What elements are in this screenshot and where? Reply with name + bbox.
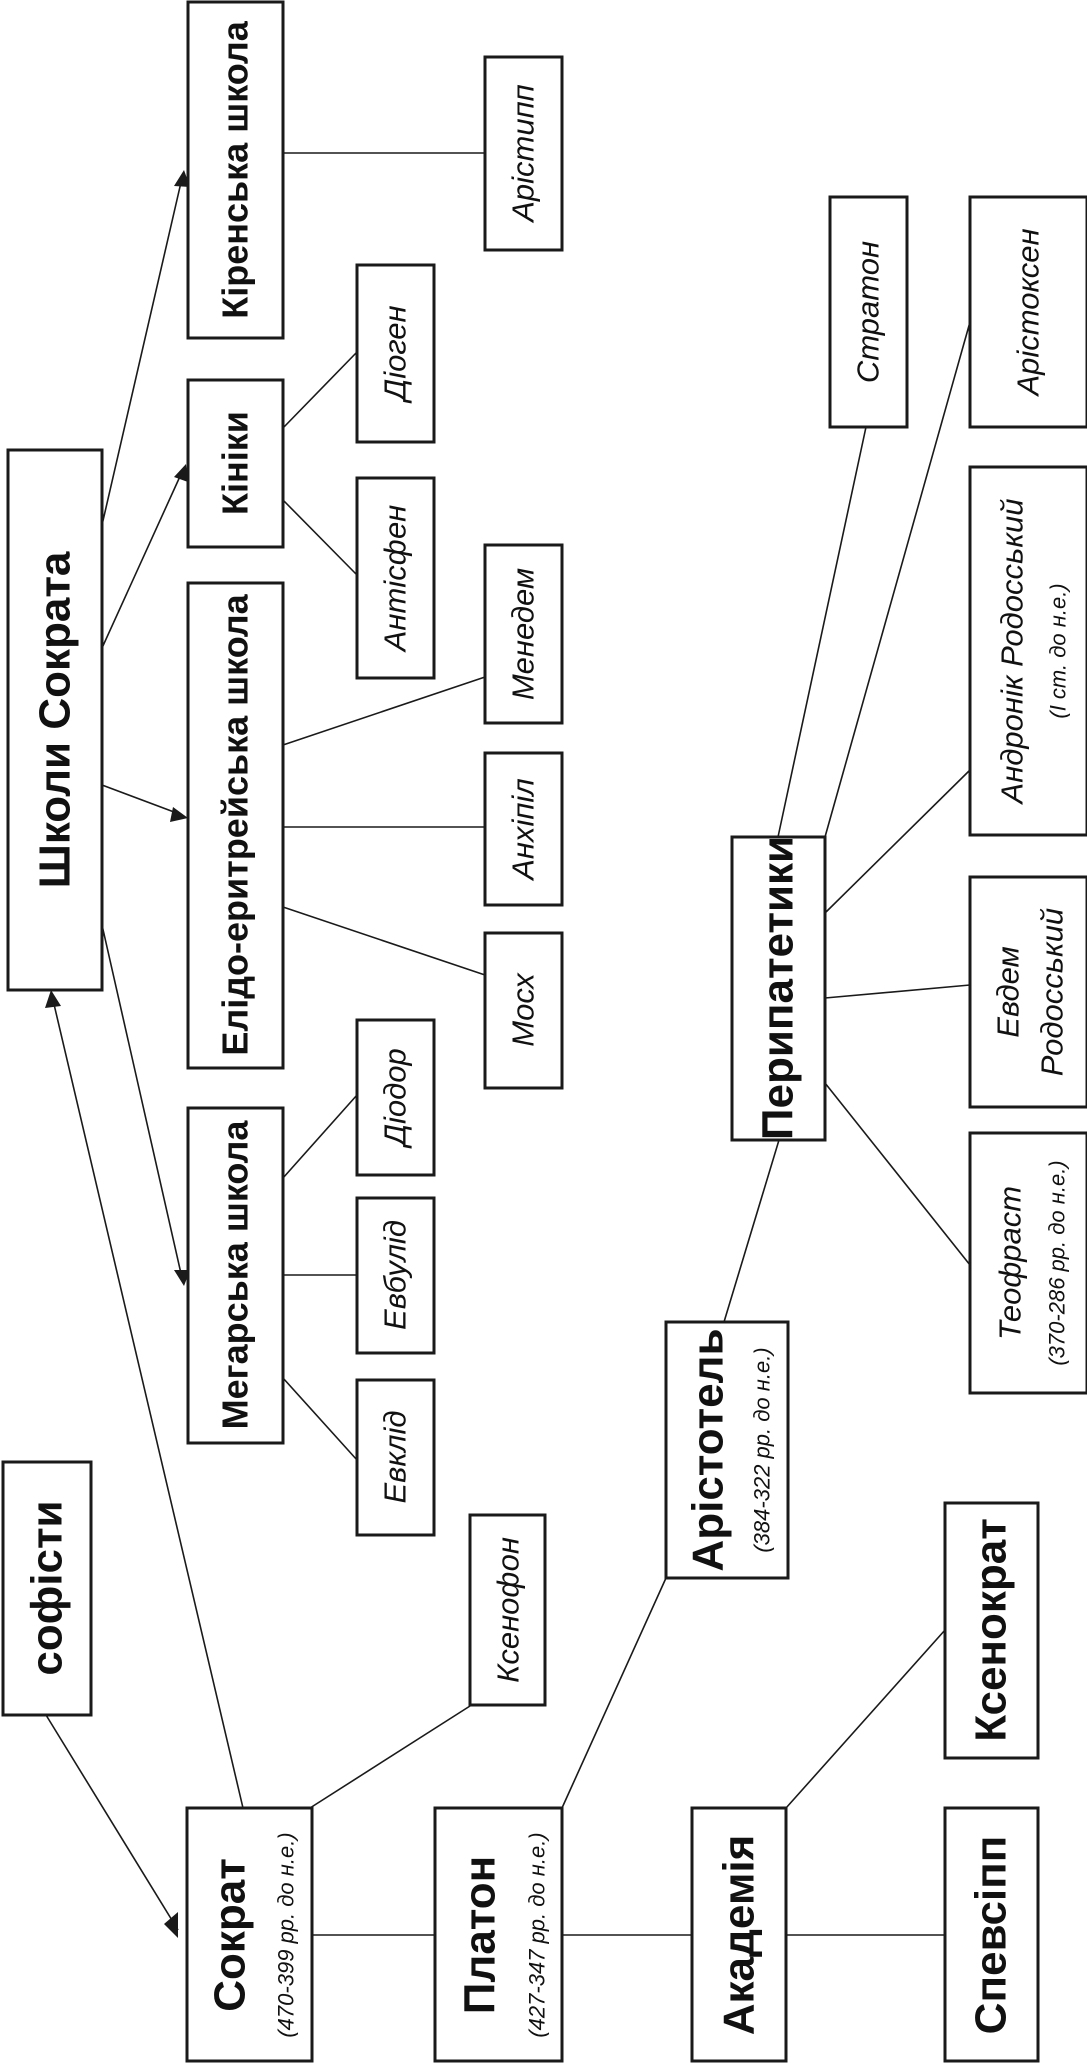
- speusippus-label: Спевсіпп: [967, 1836, 1016, 2035]
- node-menedemus: Менедем: [483, 543, 564, 725]
- strato-label: Стратон: [851, 241, 886, 383]
- edge-schools-megarian: [101, 924, 183, 1279]
- aristotle-dates: (384-322 рр. до н.е.): [750, 1347, 775, 1552]
- edge-peripatetics-eudemus: [824, 984, 971, 999]
- node-speusippus: Спевсіпп: [943, 1806, 1040, 2063]
- diogenes-label: Діоген: [378, 305, 413, 403]
- edge-schools-elis: [101, 784, 183, 816]
- peripatetics-label: Перипатетики: [754, 836, 803, 1140]
- arrowhead-elis: [170, 807, 188, 822]
- diodorus-label: Діодор: [378, 1048, 413, 1149]
- eudemus-line2: Родосський: [1035, 908, 1070, 1076]
- node-andronicus: Андронік Родосський (І ст. до н.е.): [968, 465, 1087, 837]
- edge-sophists-socrates: [45, 1714, 179, 1931]
- edge-elis-menedemus: [282, 676, 486, 746]
- euclid-label: Евклід: [378, 1411, 413, 1504]
- antisthenes-label: Антісфен: [378, 505, 413, 654]
- anchipylus-label: Анхіпіл: [506, 778, 541, 882]
- edge-academy-xenocrates: [785, 1629, 946, 1809]
- arrowhead-cyrenaic: [174, 170, 190, 187]
- edge-socrates-xenophon: [309, 1705, 471, 1809]
- menedemus-label: Менедем: [506, 568, 541, 700]
- edge-cynics-diogenes: [282, 351, 358, 429]
- aristoxenus-label: Арістоксен: [1011, 228, 1046, 397]
- sophists-label: софісти: [23, 1500, 72, 1675]
- plato-name: Платон: [456, 1856, 505, 2014]
- node-cyrenaic-school: Кіренська школа: [186, 0, 285, 340]
- node-antisthenes: Антісфен: [355, 476, 436, 680]
- edge-megarian-euclid: [282, 1377, 358, 1461]
- edge-peripatetics-aristoxenus: [824, 321, 971, 838]
- cynics-label: Кініки: [215, 411, 256, 515]
- node-elis-eretria-school: Елідо-еритрейська школа: [186, 581, 285, 1070]
- plato-dates: (427-347 рр. до н.е.): [525, 1832, 550, 2037]
- socratic-schools-label: Школи Сократа: [31, 551, 80, 888]
- node-xenophon: Ксенофон: [468, 1513, 547, 1707]
- arrowhead-socrates: [164, 1912, 178, 1938]
- eudemus-line1: Евдем: [991, 946, 1026, 1037]
- eubulides-label: Евбулід: [378, 1220, 413, 1330]
- node-plato: Платон (427-347 рр. до н.е.): [433, 1806, 564, 2063]
- node-socrates: Сократ (470-399 рр. до н.е.): [185, 1806, 314, 2063]
- edges: [45, 152, 971, 1938]
- node-moschus: Мосх: [483, 931, 564, 1090]
- socrates-name: Сократ: [206, 1858, 255, 2012]
- theophrastus-name: Теофраст: [993, 1186, 1028, 1340]
- node-diodorus: Діодор: [355, 1018, 436, 1177]
- edge-peripatetics-theophrastus: [824, 1082, 971, 1266]
- elis-eretria-school-label: Елідо-еритрейська школа: [215, 593, 256, 1055]
- megarian-school-label: Мегарська школа: [215, 1120, 256, 1430]
- xenocrates-label: Ксенократ: [967, 1518, 1016, 1742]
- xenophon-label: Ксенофон: [491, 1537, 526, 1683]
- edge-megarian-diodorus: [282, 1094, 358, 1179]
- socrates-dates: (470-399 рр. до н.е.): [274, 1832, 299, 2037]
- node-euclid: Евклід: [355, 1378, 436, 1537]
- node-aristotle: Арістотель (384-322 рр. до н.е.): [664, 1320, 790, 1580]
- node-theophrastus: Теофраст (370-286 рр. до н.е.): [968, 1131, 1087, 1395]
- node-sophists: софісти: [1, 1460, 93, 1717]
- node-megarian-school: Мегарська школа: [186, 1106, 285, 1445]
- node-anchipylus: Анхіпіл: [483, 751, 564, 907]
- aristotle-name: Арістотель: [684, 1328, 733, 1571]
- theophrastus-dates: (370-286 рр. до н.е.): [1045, 1160, 1070, 1365]
- edge-cynics-antisthenes: [282, 499, 358, 576]
- edge-socrates-schools: [52, 999, 244, 1809]
- edge-plato-aristotle: [561, 1577, 667, 1809]
- edge-peripatetics-strato: [777, 426, 867, 838]
- aristippus-label: Арістипп: [506, 84, 541, 224]
- edge-aristotle-peripatetics: [723, 1139, 780, 1323]
- arrowhead-cynics: [174, 464, 188, 482]
- arrowhead-schools-bottom: [45, 990, 61, 1008]
- node-cynics: Кініки: [186, 378, 285, 549]
- node-peripatetics: Перипатетики: [730, 835, 827, 1142]
- edge-peripatetics-andronicus: [824, 769, 971, 914]
- arrowhead-megarian: [174, 1270, 190, 1286]
- node-eubulides: Евбулід: [355, 1196, 436, 1355]
- node-aristippus: Арістипп: [483, 55, 564, 252]
- edge-elis-moschus: [282, 906, 486, 976]
- edge-schools-cynics: [101, 471, 183, 649]
- node-aristoxenus: Арістоксен: [968, 195, 1087, 429]
- node-socratic-schools: Школи Сократа: [6, 448, 104, 992]
- andronicus-dates: (І ст. до н.е.): [1046, 583, 1071, 718]
- cyrenaic-school-label: Кіренська школа: [215, 20, 256, 318]
- node-diogenes: Діоген: [355, 263, 436, 444]
- edge-schools-cyrenaic: [101, 177, 183, 526]
- andronicus-name: Андронік Родосський: [995, 499, 1030, 806]
- node-xenocrates: Ксенократ: [943, 1501, 1040, 1760]
- node-academy: Академія: [690, 1806, 788, 2063]
- moschus-label: Мосх: [506, 972, 541, 1047]
- academy-label: Академія: [715, 1835, 764, 2036]
- node-strato: Стратон: [828, 195, 909, 429]
- node-eudemus: Евдем Родосський: [968, 875, 1087, 1109]
